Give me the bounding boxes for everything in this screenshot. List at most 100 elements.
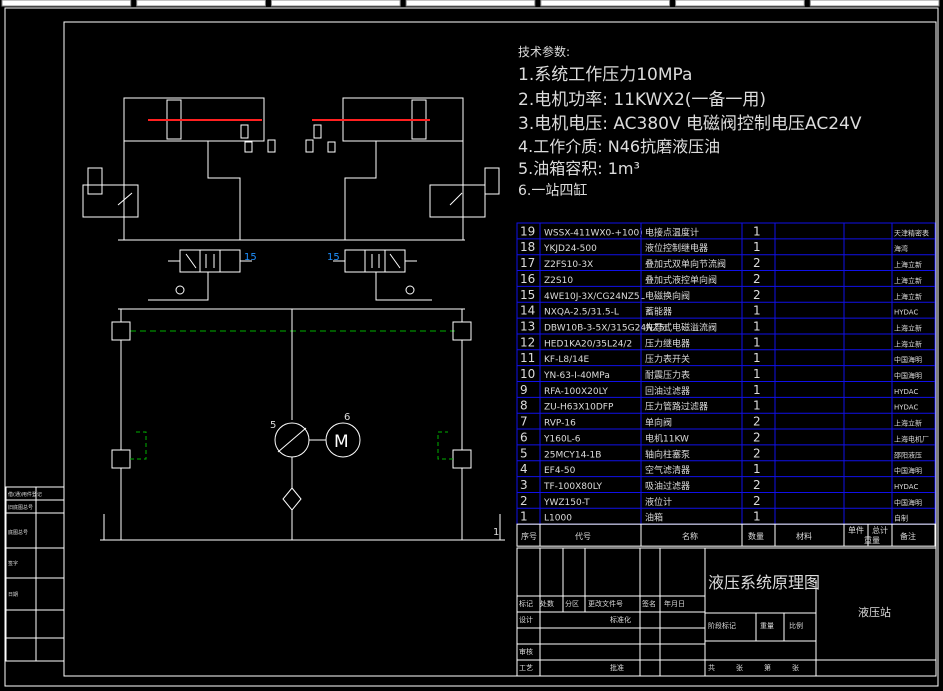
bom-cell: 13 (520, 319, 535, 333)
bom-cell: 空气滤清器 (645, 464, 690, 476)
title-block-label: 年月日 (664, 599, 685, 608)
bom-cell: 8 (520, 399, 528, 413)
bom-cell: 液位计 (645, 496, 672, 508)
drawing-outer-frame (4, 7, 939, 687)
bom-cell: 17 (520, 256, 535, 270)
tech-parameters: 技术参数: 1.系统工作压力10MPa 2.电机功率: 11KWX2(一备一用)… (518, 44, 862, 199)
bom-cell: 1 (520, 510, 528, 524)
bom-cell: 1 (753, 319, 761, 333)
left-registration-strip (5, 486, 65, 662)
toolbar-field[interactable] (1, 0, 132, 7)
bom-header-cell: 代号 (575, 531, 591, 541)
bom-cell: RVP-16 (544, 419, 576, 429)
bom-cell: 2 (753, 478, 761, 492)
bom-cell: 1 (753, 367, 761, 381)
bom-cell: 上海立新 (894, 419, 922, 428)
tech-heading: 技术参数: (518, 44, 570, 59)
title-block (516, 547, 937, 677)
title-block-label: 更改文件号 (588, 599, 623, 608)
tech-item-3: 3.电机电压: AC380V 电磁阀控制电压AC24V (518, 114, 862, 134)
bom-cell: NXQA-2.5/31.5-L (544, 308, 619, 318)
tech-item-1: 1.系统工作压力10MPa (518, 65, 692, 85)
bom-cell: YKJD24-500 (543, 244, 597, 254)
left-relief-valve (111, 321, 131, 341)
toolbar-field[interactable] (405, 0, 536, 7)
bom-cell: 1 (753, 240, 761, 254)
bom-cell: 先导式电磁溢流阀 (645, 321, 717, 333)
toolbar-field[interactable] (675, 0, 805, 7)
bom-cell: 2 (753, 494, 761, 508)
toolbar-field[interactable] (540, 0, 671, 7)
title-block-label: 标准化 (610, 615, 631, 624)
left-strip-label: 借(通)用件登记 (8, 491, 42, 498)
bom-cell: 5 (520, 446, 528, 460)
bom-cell: 中国海明 (894, 466, 922, 475)
bom-header-cell: 备注 (900, 531, 916, 541)
product-name: 液压站 (858, 605, 891, 619)
bom-cell: 19 (520, 224, 535, 238)
bom-cell: HYDAC (894, 388, 918, 396)
bom-cell: 蓄能器 (645, 306, 672, 318)
bom-cell: KF-L8/14E (544, 355, 590, 365)
bom-cell: 2 (753, 430, 761, 444)
toolbar-field[interactable] (270, 0, 401, 7)
bom-cell: 15 (520, 288, 535, 302)
bom-cell: HED1KA20/35L24/2 (544, 339, 632, 349)
title-block-label: 审核 (519, 647, 533, 656)
bom-header-cell: 重量 (864, 535, 880, 545)
bom-cell: 压力管路过滤器 (645, 401, 708, 413)
bom-header-cell: 单件 (848, 525, 864, 535)
bom-cell: 10 (520, 367, 535, 381)
bom-header-cell: 名称 (682, 531, 698, 541)
title-block-label: 处数 (540, 599, 554, 608)
bom-header-cell: 材料 (796, 531, 812, 541)
left-strip-label: 旧底图总号 (8, 504, 33, 511)
bom-cell: HYDAC (894, 309, 918, 317)
left-strip-label: 签字 (8, 560, 18, 567)
bom-cell: 14 (520, 304, 535, 318)
bom-cell: 1 (753, 510, 761, 524)
left-throttle-block (82, 184, 139, 218)
bom-cell: 9 (520, 383, 528, 397)
title-block-label: 共 (708, 663, 715, 672)
bom-cell: 吸油过滤器 (645, 480, 690, 492)
bom-header-cell: 总计 (872, 525, 888, 535)
bom-cell: 压力表开关 (645, 353, 690, 365)
bom-cell: 上海立新 (894, 292, 922, 301)
cad-toolbar-strip[interactable] (1, 0, 940, 7)
bom-cell: Z2S10 (544, 276, 573, 286)
bom-cell: 耐震压力表 (645, 369, 690, 381)
toolbar-field[interactable] (809, 0, 940, 7)
bom-cell: 电机11KW (645, 432, 689, 444)
bom-cell: 1 (753, 351, 761, 365)
title-block-text: 液压系统原理图 液压站 (708, 573, 891, 619)
bom-cell: 中国海明 (894, 498, 922, 507)
drawing-inner-frame (63, 21, 937, 677)
bom-cell: 3 (520, 478, 528, 492)
toolbar-field[interactable] (136, 0, 266, 7)
tech-item-5: 5.油箱容积: 1m³ (518, 159, 640, 178)
bom-cell: 液位控制继电器 (645, 242, 708, 254)
bom-cell: 天津精密表 (894, 228, 929, 237)
bom-cell: 轴向柱塞泵 (645, 448, 690, 460)
valve-label-left: 15 (244, 252, 257, 263)
title-block-label: 设计 (519, 615, 533, 624)
bom-header-cell: 序号 (521, 531, 537, 541)
bom-cell: 16 (520, 272, 535, 286)
bom-cell: 电磁换向阀 (645, 290, 690, 302)
bom-cell: 2 (753, 256, 761, 270)
title-block-label: 阶段标记 (708, 621, 736, 630)
bom-cell: Z2FS10-3X (544, 260, 593, 270)
bom-cell: HYDAC (894, 483, 918, 491)
bom-cell: YN-63-I-40MPa (543, 371, 610, 381)
